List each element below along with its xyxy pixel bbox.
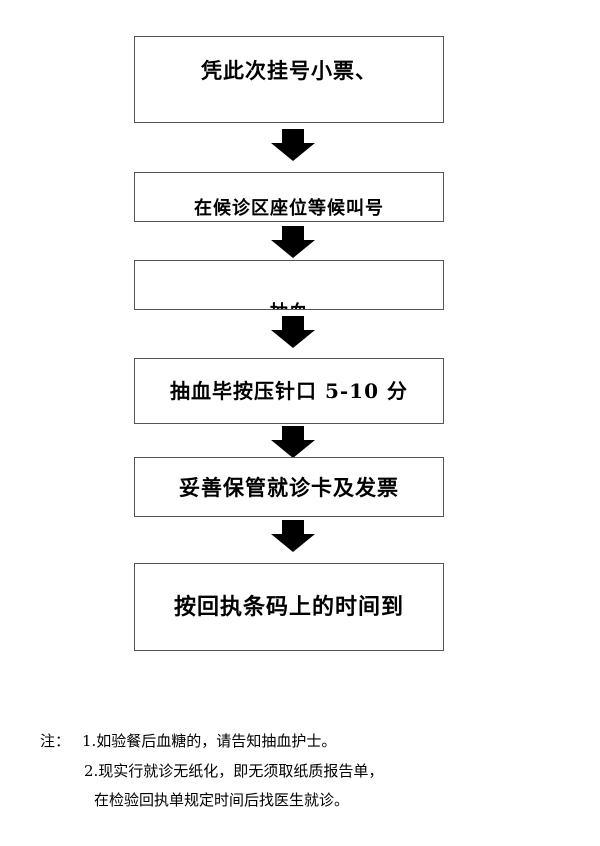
step-box-6: 按回执条码上的时间到 xyxy=(134,563,444,651)
step-label: 在候诊区座位等候叫号 xyxy=(194,198,384,219)
note-prefix: 注： xyxy=(40,732,71,750)
step-label: 凭此次挂号小票、 xyxy=(201,58,377,83)
step-box-2: 在候诊区座位等候叫号 xyxy=(134,172,444,222)
step-box-4: 抽血毕按压针口 5-10 分 xyxy=(134,358,444,424)
step-box-1: 凭此次挂号小票、 xyxy=(134,36,444,123)
down-arrow-icon xyxy=(271,426,315,458)
down-arrow-icon xyxy=(271,520,315,552)
step-label: 抽血 xyxy=(270,304,308,310)
step-box-5: 妥善保管就诊卡及发票 xyxy=(134,457,444,517)
step-label: 妥善保管就诊卡及发票 xyxy=(179,474,399,500)
down-arrow-icon xyxy=(271,316,315,348)
note-text-1: 1.如验餐后血糖的，请告知抽血护士。 xyxy=(82,732,337,750)
step-label: 抽血毕按压针口 5-10 分 xyxy=(170,379,408,403)
note-line-3: 在检验回执单规定时间后找医生就诊。 xyxy=(94,791,350,809)
down-arrow-icon xyxy=(271,129,315,161)
step-label: 按回执条码上的时间到 xyxy=(173,594,404,620)
down-arrow-icon xyxy=(271,226,315,258)
step-box-3: 抽血 xyxy=(134,260,444,310)
note-line-2: 2.现实行就诊无纸化，即无须取纸质报告单， xyxy=(84,762,384,780)
note-line-1: 注： 1.如验餐后血糖的，请告知抽血护士。 xyxy=(40,734,336,749)
